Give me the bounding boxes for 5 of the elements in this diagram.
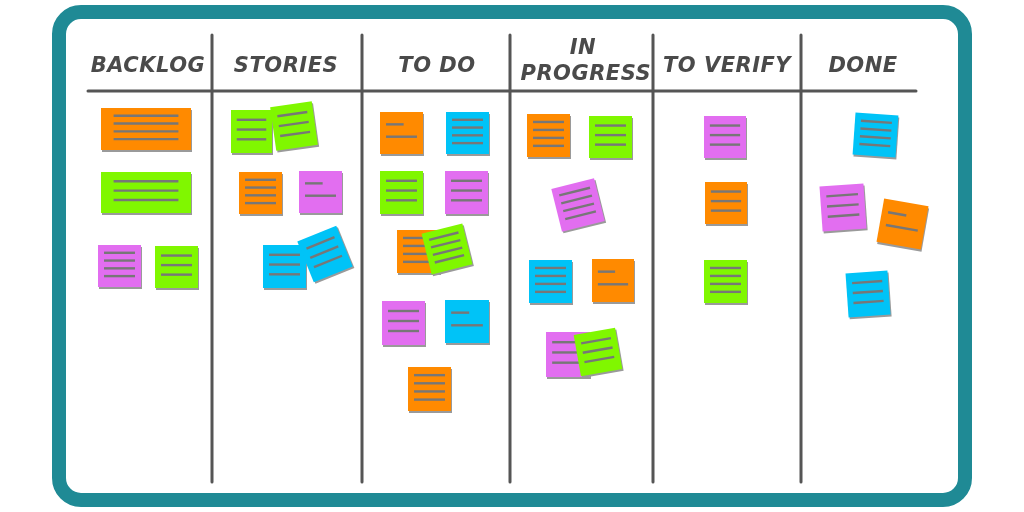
- column-header: BACKLOG: [90, 52, 206, 78]
- column-header: TO DO: [398, 52, 476, 78]
- column-header: STORIES: [233, 52, 339, 78]
- column-header: DONE: [828, 52, 898, 78]
- column-header: TO VERIFY: [662, 52, 792, 78]
